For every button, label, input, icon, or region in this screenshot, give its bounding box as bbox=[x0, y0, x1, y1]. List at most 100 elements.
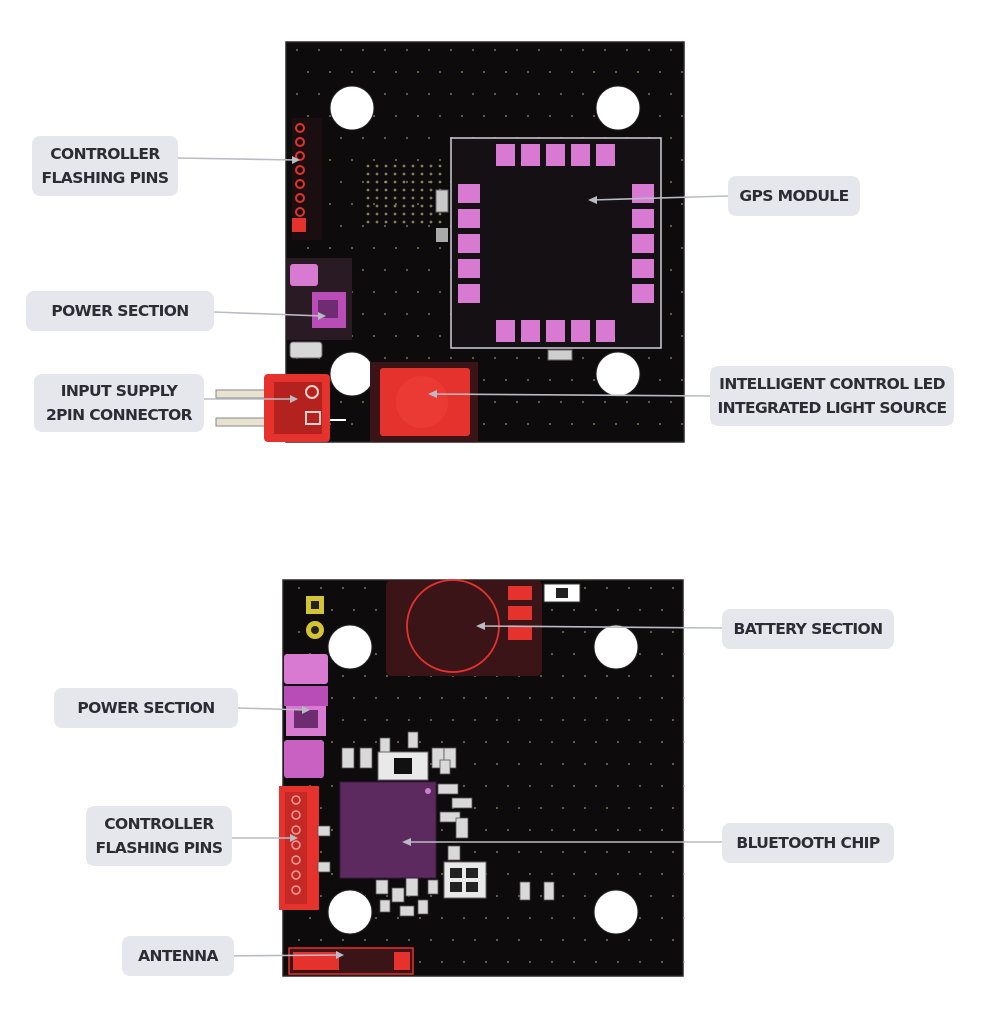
via bbox=[649, 630, 653, 634]
via bbox=[451, 938, 455, 942]
via bbox=[438, 290, 442, 294]
via bbox=[616, 784, 620, 788]
via bbox=[295, 92, 299, 96]
via bbox=[341, 938, 345, 942]
passive-component bbox=[447, 845, 461, 861]
via bbox=[319, 586, 323, 590]
via bbox=[418, 740, 422, 744]
via bbox=[669, 92, 673, 96]
via bbox=[350, 70, 354, 74]
via bbox=[649, 586, 653, 590]
via bbox=[341, 674, 345, 678]
via bbox=[328, 158, 332, 162]
via bbox=[627, 674, 631, 678]
via bbox=[449, 48, 453, 52]
label-battery-section: BATTERY SECTION bbox=[722, 609, 894, 649]
via bbox=[429, 188, 433, 192]
gps-pad bbox=[571, 320, 590, 342]
passive-component bbox=[519, 881, 531, 901]
via bbox=[636, 70, 640, 74]
passive-component bbox=[437, 783, 459, 795]
via bbox=[374, 696, 378, 700]
via bbox=[405, 136, 409, 140]
via bbox=[405, 312, 409, 316]
pin bbox=[291, 870, 301, 880]
via bbox=[297, 630, 301, 634]
via bbox=[482, 378, 486, 382]
via bbox=[440, 916, 444, 920]
via bbox=[594, 696, 598, 700]
via bbox=[605, 762, 609, 766]
via bbox=[361, 224, 365, 228]
via bbox=[603, 48, 607, 52]
via bbox=[658, 114, 662, 118]
via bbox=[330, 740, 334, 744]
via bbox=[402, 164, 406, 168]
via bbox=[402, 188, 406, 192]
gps-pad bbox=[596, 320, 615, 342]
via bbox=[559, 48, 563, 52]
via bbox=[449, 92, 453, 96]
via bbox=[539, 806, 543, 810]
via bbox=[515, 92, 519, 96]
via bbox=[616, 740, 620, 744]
bluetooth-chip bbox=[339, 781, 437, 879]
via bbox=[328, 202, 332, 206]
via bbox=[363, 938, 367, 942]
top-capacitor-3 bbox=[547, 349, 573, 361]
via bbox=[649, 850, 653, 854]
gps-module bbox=[450, 137, 662, 349]
top-flashing-pins bbox=[292, 118, 322, 240]
via bbox=[570, 70, 574, 74]
via bbox=[495, 894, 499, 898]
via bbox=[638, 828, 642, 832]
via bbox=[328, 114, 332, 118]
via bbox=[517, 850, 521, 854]
passive-component bbox=[417, 899, 429, 915]
via bbox=[427, 356, 431, 360]
via bbox=[537, 400, 541, 404]
via bbox=[429, 196, 433, 200]
via bbox=[570, 378, 574, 382]
via bbox=[506, 960, 510, 964]
via bbox=[427, 48, 431, 52]
via bbox=[548, 114, 552, 118]
via bbox=[605, 850, 609, 854]
via bbox=[361, 48, 365, 52]
via bbox=[506, 916, 510, 920]
via bbox=[361, 180, 365, 184]
via bbox=[669, 400, 673, 404]
via bbox=[537, 48, 541, 52]
via bbox=[539, 938, 543, 942]
via bbox=[429, 938, 433, 942]
via bbox=[427, 268, 431, 272]
label-line: INTEGRATED LIGHT SOURCE bbox=[717, 399, 947, 417]
passive-component bbox=[407, 731, 419, 749]
via bbox=[405, 92, 409, 96]
passive-component bbox=[399, 905, 415, 917]
via bbox=[647, 400, 651, 404]
via bbox=[341, 718, 345, 722]
via bbox=[537, 92, 541, 96]
via bbox=[572, 828, 576, 832]
via bbox=[393, 164, 397, 168]
label-power-section-bottom: POWER SECTION bbox=[54, 688, 238, 728]
via bbox=[528, 696, 532, 700]
via bbox=[383, 312, 387, 316]
via bbox=[660, 696, 664, 700]
via bbox=[682, 872, 686, 876]
via bbox=[605, 718, 609, 722]
via bbox=[526, 422, 530, 426]
via bbox=[495, 762, 499, 766]
pin bbox=[295, 179, 305, 189]
via bbox=[394, 114, 398, 118]
via bbox=[660, 784, 664, 788]
via bbox=[420, 180, 424, 184]
via bbox=[361, 136, 365, 140]
via bbox=[297, 938, 301, 942]
via bbox=[627, 806, 631, 810]
via bbox=[416, 334, 420, 338]
via bbox=[605, 938, 609, 942]
label-bluetooth-chip: BLUETOOTH CHIP bbox=[722, 823, 894, 863]
via bbox=[561, 850, 565, 854]
